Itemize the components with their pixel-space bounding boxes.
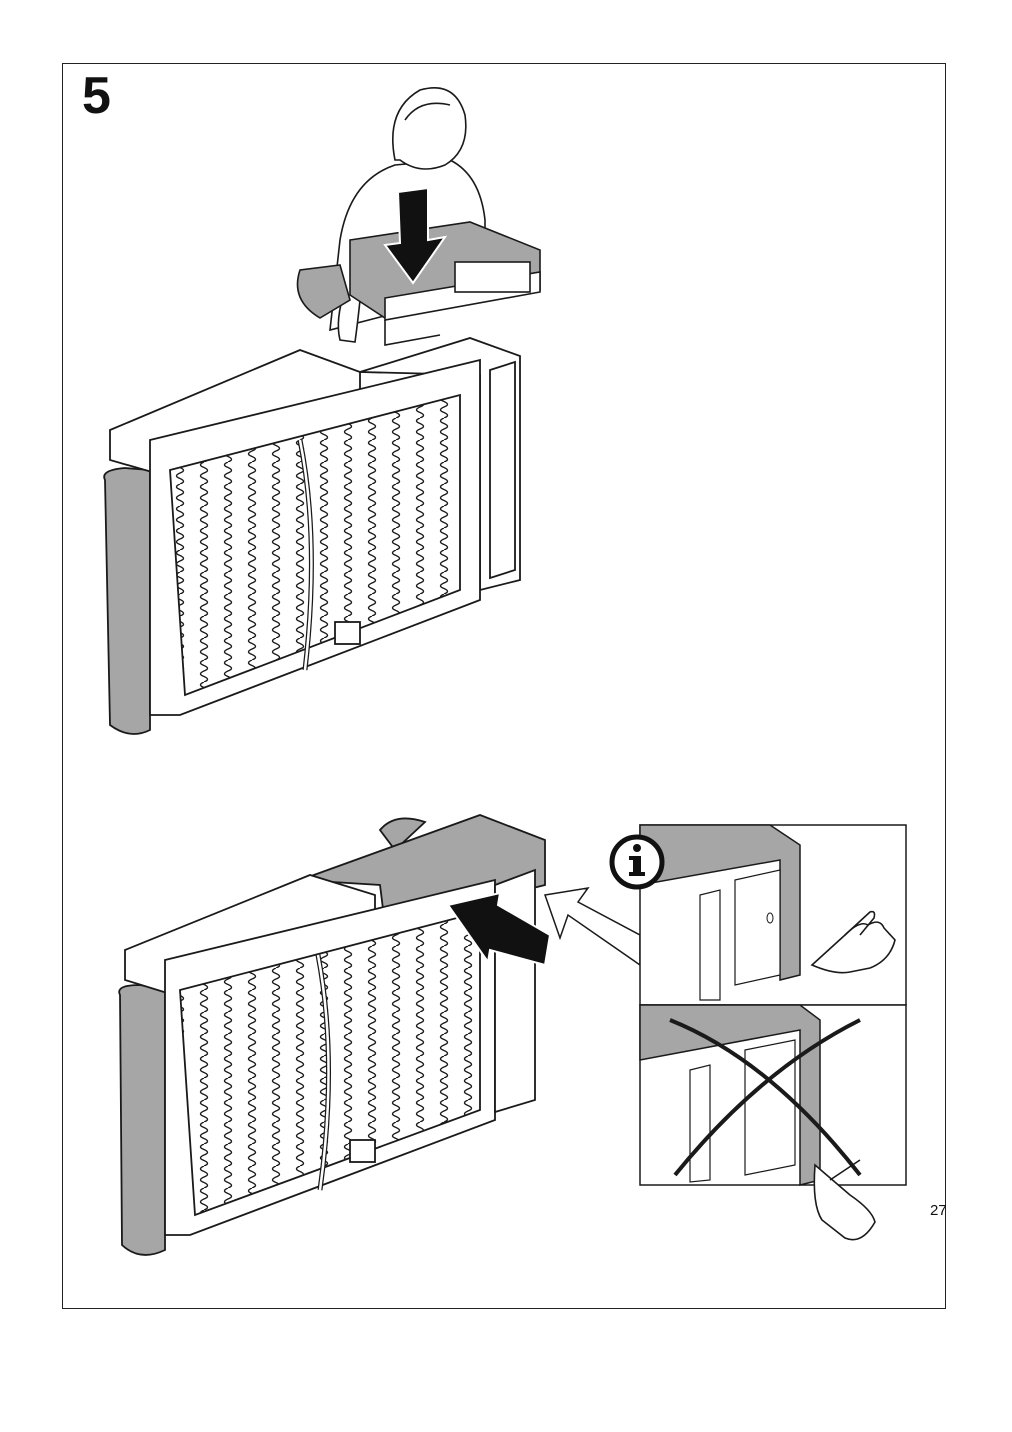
- sofa-frame-bottom: [118, 814, 546, 1256]
- instruction-frame: [62, 63, 946, 1309]
- pointing-hand-icon-incorrect: [813, 1159, 876, 1241]
- bottom-scene: [118, 814, 641, 1256]
- page-number: 27: [930, 1202, 947, 1219]
- push-arrow: [446, 891, 552, 967]
- step-number: 5: [82, 67, 111, 125]
- sofa-frame-top: [103, 337, 521, 735]
- top-scene: [103, 86, 541, 735]
- callout-pointer-arrow: [543, 886, 641, 967]
- pointing-hand-icon: [810, 910, 896, 974]
- down-arrow: [383, 186, 448, 285]
- info-icon: [609, 834, 665, 890]
- detail-callout: [609, 824, 907, 1241]
